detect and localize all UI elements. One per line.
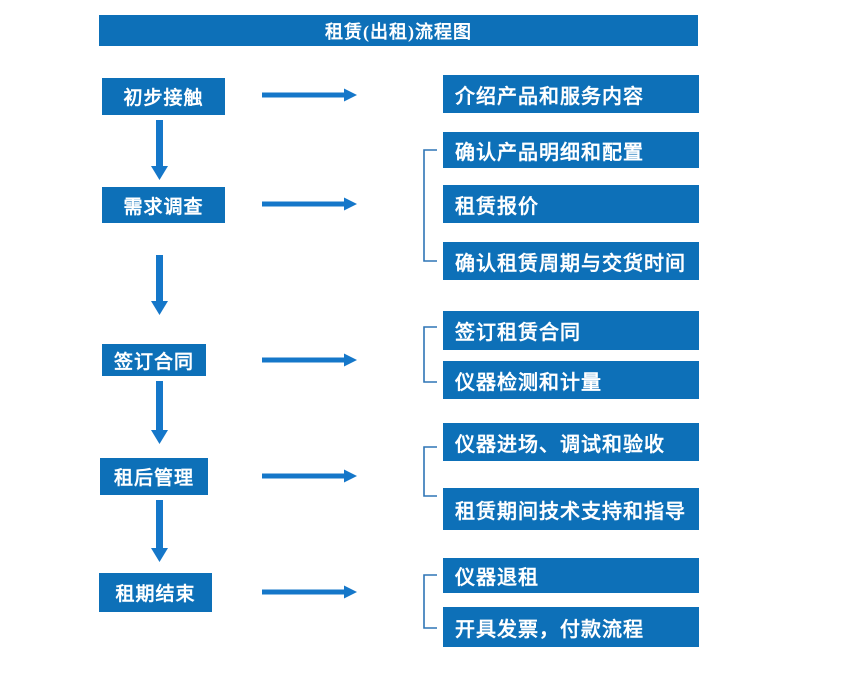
arrow-right-initial-contact <box>262 88 357 102</box>
arrow-right-sign-contract <box>262 353 357 367</box>
arrow-right-post-rental-management <box>262 469 357 483</box>
detail-box-instrument-testing: 仪器检测和计量 <box>443 361 699 399</box>
detail-box-sign-rental-contract: 签订租赁合同 <box>443 311 699 350</box>
arrow-right-demand-survey <box>262 197 357 211</box>
arrow-down-4 <box>151 500 168 562</box>
flowchart-title: 租赁(出租)流程图 <box>99 15 698 46</box>
bracket-demand-survey-group <box>423 149 437 262</box>
detail-box-instrument-return: 仪器退租 <box>443 558 699 593</box>
arrow-down-1 <box>151 120 168 180</box>
arrow-right-rental-end <box>262 585 357 599</box>
detail-box-invoice-payment: 开具发票，付款流程 <box>443 607 699 647</box>
detail-box-confirm-product-config: 确认产品明细和配置 <box>443 132 699 168</box>
step-box-sign-contract: 签订合同 <box>102 344 206 376</box>
step-box-rental-end: 租期结束 <box>99 573 212 612</box>
step-box-demand-survey: 需求调查 <box>102 187 225 223</box>
arrow-down-3 <box>151 381 168 444</box>
detail-box-instrument-setup-acceptance: 仪器进场、调试和验收 <box>443 423 699 461</box>
step-box-initial-contact: 初步接触 <box>102 78 225 115</box>
arrow-down-2 <box>151 255 168 315</box>
bracket-rental-end-group <box>423 574 437 629</box>
bracket-sign-contract-group <box>423 326 437 383</box>
detail-box-technical-support: 租赁期间技术支持和指导 <box>443 488 699 530</box>
step-box-post-rental-management: 租后管理 <box>100 458 208 495</box>
bracket-post-rental-group <box>423 446 437 497</box>
detail-box-confirm-period-delivery: 确认租赁周期与交货时间 <box>443 242 699 280</box>
detail-box-rental-quote: 租赁报价 <box>443 185 699 223</box>
detail-box-introduce-products: 介绍产品和服务内容 <box>443 75 699 113</box>
